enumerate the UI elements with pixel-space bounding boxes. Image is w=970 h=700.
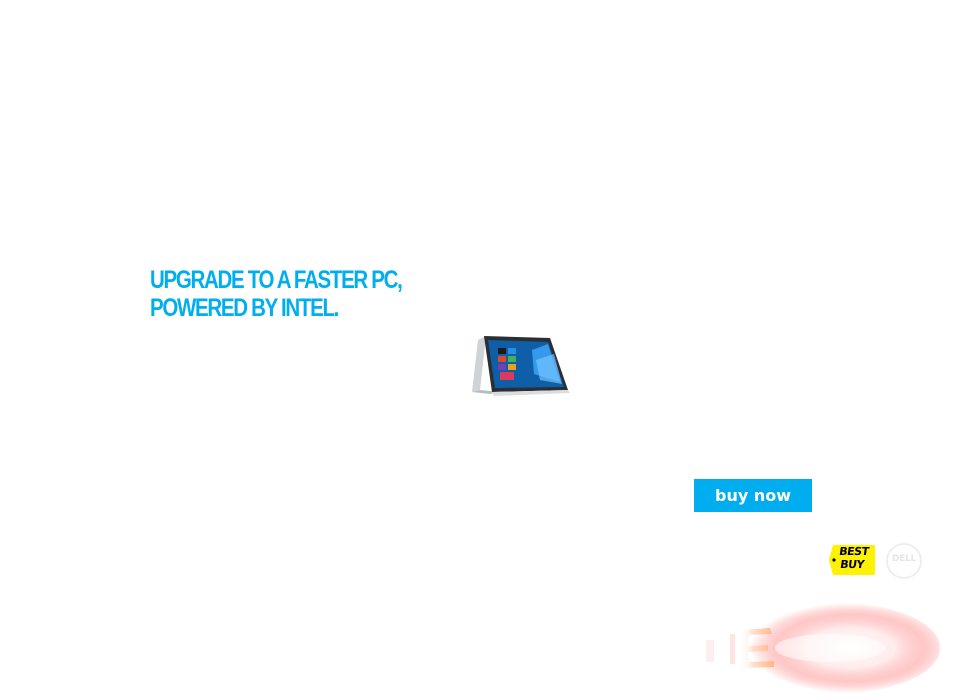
bestbuy-logo-text: BEST BUY: [838, 545, 870, 571]
laptop-icon: [472, 336, 570, 396]
intel-glow-icon: [706, 603, 940, 693]
bestbuy-logo-icon[interactable]: [829, 543, 875, 577]
headline-line-2: POWERED BY INTEL.: [150, 294, 339, 322]
dell-logo-icon[interactable]: [886, 543, 922, 579]
dell-logo-text: DELL: [892, 554, 916, 564]
headline: UPGRADE TO A FASTER PC, POWERED BY INTEL…: [150, 266, 403, 322]
headline-line-1: UPGRADE TO A FASTER PC,: [150, 266, 403, 294]
buy-now-button[interactable]: buy now: [694, 479, 812, 512]
